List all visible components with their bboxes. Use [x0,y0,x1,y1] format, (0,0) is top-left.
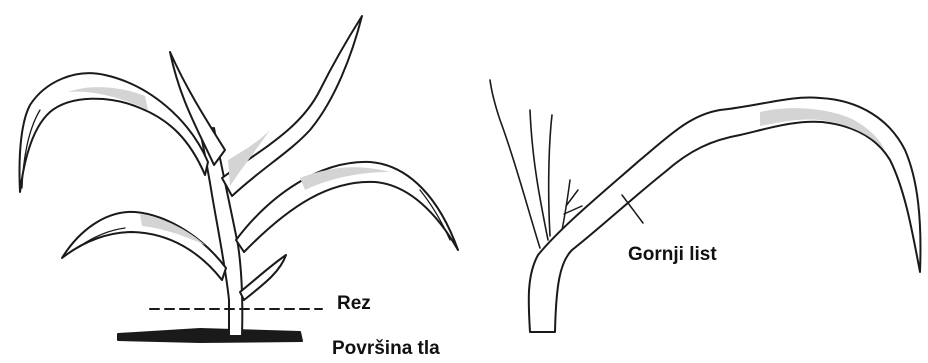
soil-surface [118,329,302,342]
cut-label: Rez [337,294,371,313]
bent-stalk [529,97,921,332]
upper-leaf-label: Gornji list [628,245,717,264]
leaf-tips [490,80,552,248]
soil-surface-label: Površina tla [332,339,440,358]
intact-plant [19,16,458,342]
leaf-lower-right [240,255,286,300]
bent-plant [490,80,920,332]
